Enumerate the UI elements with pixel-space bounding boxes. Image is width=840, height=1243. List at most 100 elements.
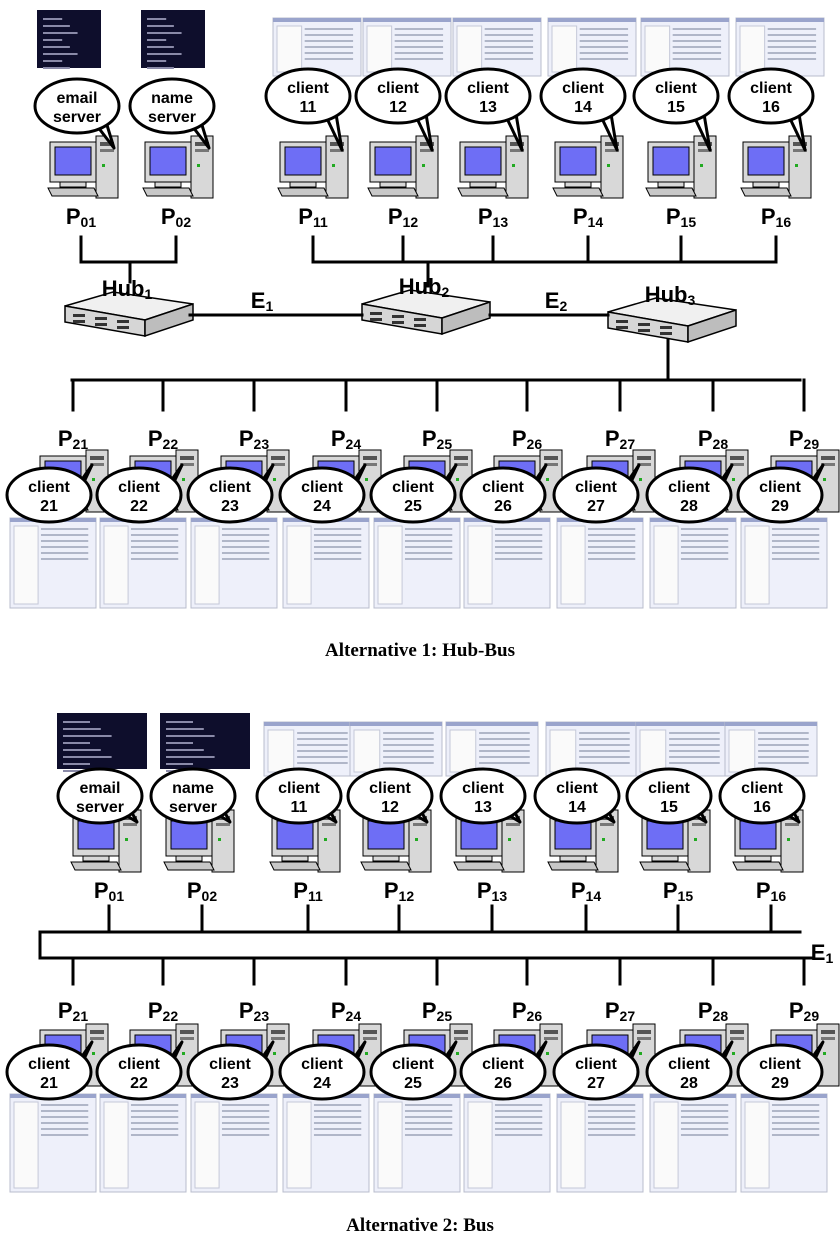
window-row xyxy=(771,1110,820,1112)
bubble-tail-mask xyxy=(425,497,440,508)
node-label-p13-sub: 13 xyxy=(493,214,509,230)
monitor-screen xyxy=(460,820,498,850)
window-row xyxy=(221,1122,270,1124)
keyboard xyxy=(360,861,412,871)
app-window-screenshot-client-24 xyxy=(282,1093,370,1193)
bubble-line-1: client xyxy=(648,780,690,797)
window-row xyxy=(130,558,179,560)
node-label-p12: P12 xyxy=(388,204,418,230)
window-row xyxy=(587,1122,636,1124)
bubble-outline xyxy=(369,1043,457,1101)
terminal-line xyxy=(147,32,182,34)
node-label-p28: P28 xyxy=(698,426,728,452)
monitor-screen xyxy=(554,820,592,850)
node-label-p01-sub: 01 xyxy=(109,888,125,904)
drive-bay xyxy=(180,1037,194,1040)
bubble-line-1: client xyxy=(467,80,509,97)
bubble-line-1: client xyxy=(556,780,598,797)
window-row xyxy=(680,1134,729,1136)
drive-bay xyxy=(100,142,114,146)
window-row xyxy=(297,732,348,734)
app-window-screenshot-client-29 xyxy=(740,517,828,609)
node-label-p16-sub: 16 xyxy=(776,214,792,230)
window-row xyxy=(771,1128,820,1130)
node-label-p28-main: P xyxy=(698,426,713,451)
window-row xyxy=(771,528,820,530)
node-label-p13: P13 xyxy=(477,878,507,904)
app-window-screenshot-client-28 xyxy=(649,517,737,609)
window-row xyxy=(484,28,534,30)
bubble-tail-mask xyxy=(184,108,199,119)
window-row xyxy=(579,750,630,752)
window-row xyxy=(40,1134,89,1136)
drive-bay xyxy=(821,1030,835,1034)
monitor-screen xyxy=(367,820,405,850)
bubble-line-2: server xyxy=(53,109,101,126)
window-row xyxy=(479,732,530,734)
window-titlebar xyxy=(273,18,361,22)
terminal-line xyxy=(63,742,90,744)
window-row xyxy=(40,558,89,560)
window-row xyxy=(587,1134,636,1136)
window-row xyxy=(404,552,453,554)
window-row xyxy=(130,534,179,536)
drive-bay xyxy=(730,456,744,460)
app-window-screenshot-client-23 xyxy=(190,1093,278,1193)
bubble-line-2: 11 xyxy=(300,99,317,116)
bubble-line-1: client xyxy=(575,479,617,496)
drive-bay xyxy=(363,456,377,460)
node-label-p12: P12 xyxy=(384,878,414,904)
node-label-p27-main: P xyxy=(605,998,620,1023)
terminal-line xyxy=(43,18,63,20)
window-row xyxy=(579,732,630,734)
window-row xyxy=(771,552,820,554)
bubble-line-2: 14 xyxy=(568,799,586,816)
drive-bay xyxy=(90,1030,104,1034)
window-row xyxy=(494,534,543,536)
node-label-p26-sub: 26 xyxy=(527,436,543,452)
bubble-line-2: 23 xyxy=(221,1075,239,1092)
drive-bay xyxy=(506,823,520,826)
window-row xyxy=(669,738,720,740)
node-label-p24-sub: 24 xyxy=(346,436,362,452)
bubble-tail-mask xyxy=(701,497,716,508)
node-label-p01: P01 xyxy=(66,204,96,230)
bubble-outline xyxy=(718,767,806,825)
bubble-outline xyxy=(552,1043,640,1101)
bubble-tail-mask xyxy=(500,98,515,109)
drive-bay xyxy=(544,1037,558,1040)
bubble-outline xyxy=(278,1043,366,1101)
node-label-p29-main: P xyxy=(789,998,804,1023)
bubble-line-1: client xyxy=(482,1056,524,1073)
window-row xyxy=(758,750,809,752)
node-label-p14-sub: 14 xyxy=(588,214,604,230)
window-row xyxy=(383,762,434,764)
bubble-tail-mask xyxy=(151,1074,166,1085)
window-row xyxy=(672,40,722,42)
node-label-p01-main: P xyxy=(66,204,81,229)
window-row xyxy=(579,744,630,746)
window-row xyxy=(479,738,530,740)
window-row xyxy=(383,750,434,752)
node-label-p27-sub: 27 xyxy=(620,436,636,452)
monitor-stand xyxy=(289,181,317,188)
window-row xyxy=(672,46,722,48)
window-row xyxy=(767,28,817,30)
window-row xyxy=(394,58,444,60)
drive-bay xyxy=(793,149,807,152)
hub-port xyxy=(660,326,672,329)
monitor-stand xyxy=(657,181,685,188)
power-led xyxy=(694,838,697,841)
drive-bay xyxy=(692,823,706,826)
node-label-p14-main: P xyxy=(573,204,588,229)
node-label-p15: P15 xyxy=(663,878,693,904)
node-label-p24: P24 xyxy=(331,426,361,452)
window-row xyxy=(587,1110,636,1112)
client-computer-icon xyxy=(639,809,711,873)
